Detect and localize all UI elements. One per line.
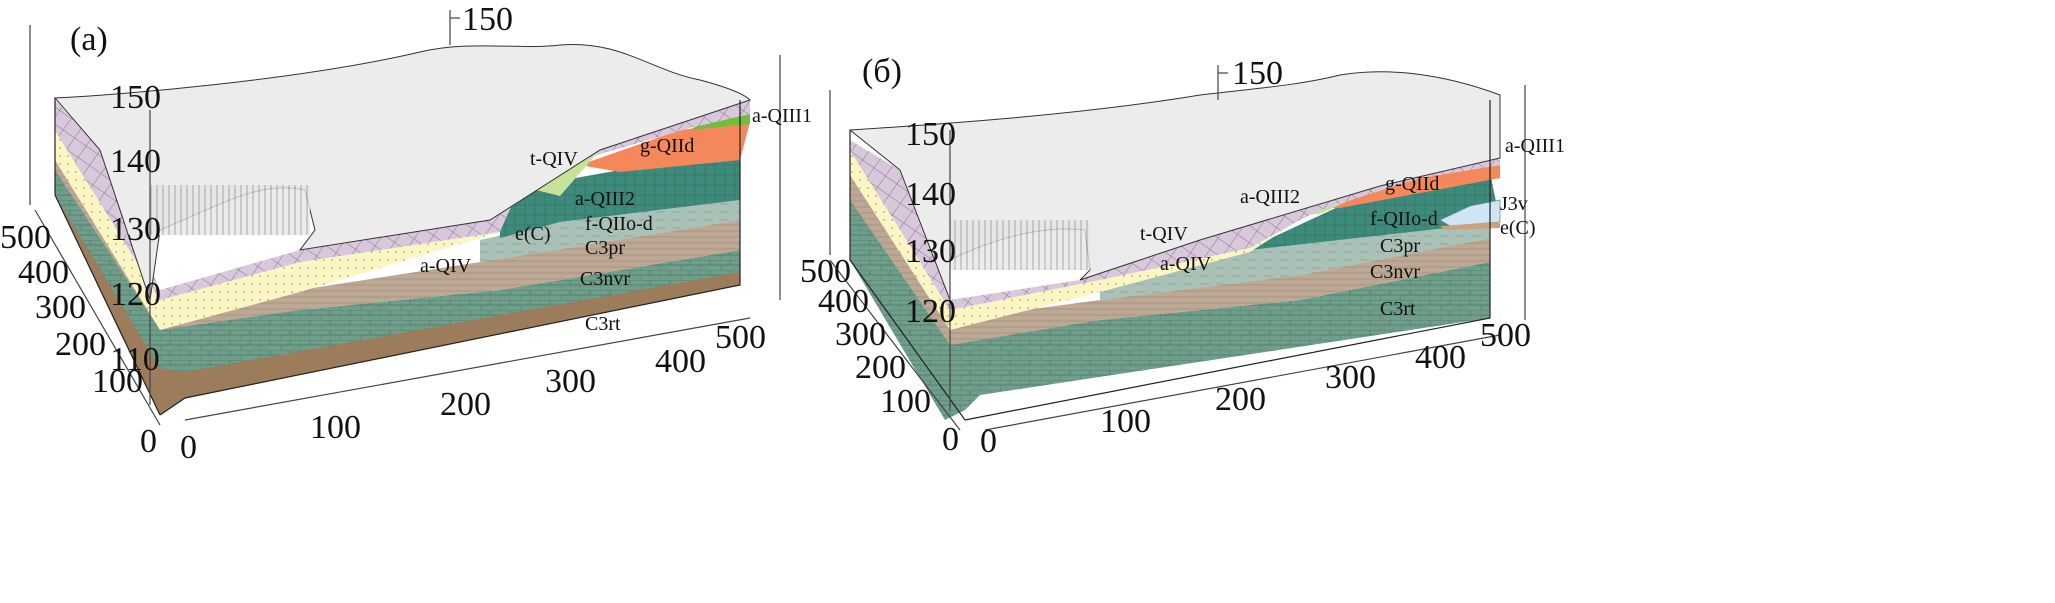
panel-b-x-tick-500: 500 (1480, 317, 1531, 354)
panel-a-label-fqiiod: f-QIIo-d (585, 213, 653, 235)
panel-b-z-tick-140: 140 (905, 176, 956, 213)
panel-b-x-tick-300: 300 (1325, 359, 1376, 396)
panel-b-x-tick-0: 0 (980, 423, 997, 460)
panel-a-x-tick-300: 300 (545, 363, 596, 400)
panel-a-label-c3nvr: C3nvr (580, 268, 630, 290)
panel-a-box-edge (54, 98, 741, 416)
panel-a-layer-c3pr (480, 200, 740, 262)
panel-a-top-tick: 150 (462, 1, 513, 38)
panel-a-z-tick-150: 150 (110, 79, 161, 116)
panel-a-y-tick-100: 100 (92, 363, 143, 400)
panel-b-z-tick-120: 120 (905, 293, 956, 330)
panel-b-label-c3pr: C3pr (1380, 235, 1420, 257)
panel-b-label-j3v: J3v (1500, 193, 1528, 215)
panel-b-label-fqiiod: f-QIIo-d (1370, 208, 1438, 230)
panel-b-z-tick-130: 130 (905, 233, 956, 270)
panel-b-box-edge (849, 100, 1491, 421)
panel-a-y-tick-0: 0 (140, 423, 157, 460)
panel-b-label-tqiv: t-QIV (1140, 223, 1188, 245)
panel-a-y-tick-400: 400 (18, 254, 69, 291)
panel-a-x-axis (184, 317, 751, 421)
panel-b-y-axis (829, 259, 961, 431)
panel-a-layer-c3nvr (55, 145, 740, 330)
panel-a-x-tick-500: 500 (715, 319, 766, 356)
panel-b-label-c3rt: C3rt (1380, 298, 1416, 320)
panel-a-layer-aqiii1 (690, 114, 750, 130)
panel-b: (б) 150 150 140 130 120 500 400 300 200 … (800, 53, 1565, 460)
panel-a-label-aqiii1: a-QIII1 (752, 105, 812, 127)
panel-b-layer-j3v (1439, 199, 1501, 227)
panel-a-label-ec: e(C) (515, 223, 551, 245)
panel-a-x-tick-400: 400 (655, 343, 706, 380)
panel-a-z-tick-140: 140 (110, 143, 161, 180)
panel-b-top-tick: 150 (1232, 55, 1283, 92)
panel-a-z-tick-120: 120 (110, 276, 161, 313)
panel-a-label-c3pr: C3pr (585, 237, 625, 259)
panel-a-label-tqiv: t-QIV (530, 148, 578, 170)
panel-a-label-gqiid: g-QIId (640, 135, 694, 157)
panel-a-y-tick-300: 300 (35, 289, 86, 326)
panel-b-y-tick-200: 200 (855, 349, 906, 386)
panel-b-x-tick-200: 200 (1215, 381, 1266, 418)
panel-a-label-c3rt: C3rt (585, 313, 621, 335)
panel-b-layer-ec (1440, 222, 1500, 230)
panel-b-layer-aqiv (850, 150, 1300, 330)
panel-b-layer-gqiid (1320, 165, 1500, 208)
panel-b-x-axis (984, 334, 1501, 431)
panel-a-label: (a) (70, 21, 108, 58)
panel-a-y-axis (34, 209, 161, 426)
panel-b-y-tick-0: 0 (942, 421, 959, 458)
panel-b-layer-c3rt (850, 200, 1490, 410)
panel-a-shadow-band (150, 185, 310, 235)
panel-b-label-aqiii2: a-QIII2 (1240, 186, 1300, 208)
panel-a-x-tick-100: 100 (310, 409, 361, 446)
panel-b-label-aqiii1: a-QIII1 (1505, 135, 1565, 157)
panel-b-x-tick-400: 400 (1415, 339, 1466, 376)
panel-a-label-aqiv: a-QIV (420, 255, 472, 277)
panel-a-z-tick-130: 130 (110, 211, 161, 248)
panel-a-y-tick-200: 200 (55, 326, 106, 363)
panel-b-y-tick-400: 400 (818, 283, 869, 320)
panel-a-x-tick-0: 0 (180, 429, 197, 466)
panel-b-label-gqiid: g-QIId (1385, 173, 1439, 195)
panel-b-layer-fqiiod (1250, 172, 1500, 250)
panel-b-label-ec: e(C) (1500, 217, 1536, 239)
panel-b-shadow-band (950, 220, 1090, 270)
panel-b-layer-c3nvr (850, 170, 1490, 345)
panel-a-front-base (160, 272, 740, 410)
panel-b-label-aqiv: a-QIV (1160, 253, 1212, 275)
panel-b-layer-c3pr (1100, 222, 1490, 300)
panel-a: (a) 150 150 140 130 120 110 500 400 300 … (0, 1, 812, 466)
panel-b-label: (б) (862, 53, 902, 90)
panel-a-layer-gqiid (580, 122, 750, 172)
panel-a-layer-aqiv (55, 130, 510, 330)
panel-a-x-tick-200: 200 (440, 386, 491, 423)
panel-a-y-tick-500: 500 (0, 219, 51, 256)
panel-a-label-aqiii2: a-QIII2 (575, 188, 635, 210)
panel-b-z-tick-150: 150 (905, 116, 956, 153)
panel-b-label-c3nvr: C3nvr (1370, 261, 1420, 283)
panel-a-z-tick-110: 110 (110, 341, 160, 378)
panel-b-x-tick-100: 100 (1100, 403, 1151, 440)
panel-b-y-tick-500: 500 (800, 253, 851, 290)
panel-b-y-tick-300: 300 (835, 316, 886, 353)
panel-b-y-tick-100: 100 (880, 383, 931, 420)
